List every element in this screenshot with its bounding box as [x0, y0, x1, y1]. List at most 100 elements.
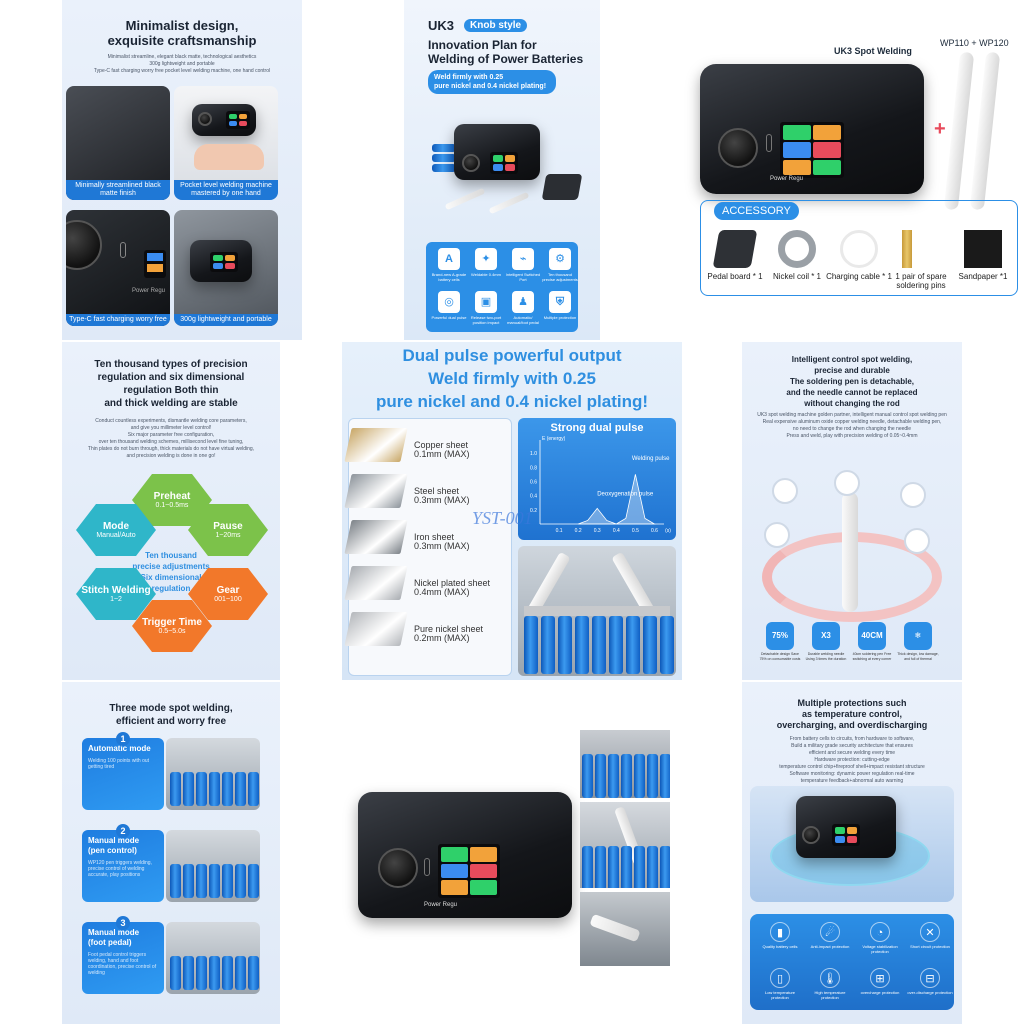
mode-name: Manual mode (foot pedal) — [88, 928, 140, 947]
usb-c-port-icon — [424, 858, 430, 876]
mode-number-badge: 3 — [116, 916, 130, 930]
desc-line: Hardware protection: cutting-edge — [814, 757, 890, 763]
feature-icon: ✦ — [475, 248, 497, 270]
panel-uk3-knob-style: UK3 Knob style Innovation Plan for Weldi… — [404, 0, 600, 340]
accessory-label: Sandpaper *1 — [958, 272, 1008, 281]
tile-caption: Pocket level welding machine mastered by… — [174, 180, 278, 200]
center-line: Six dimensional — [140, 573, 202, 582]
thumb-photo — [580, 892, 670, 966]
feature-icon: A — [438, 248, 460, 270]
panel-dual-pulse: Dual pulse powerful output Weld firmly w… — [342, 342, 682, 680]
screen-icon — [832, 824, 860, 846]
device-image — [454, 124, 540, 180]
device-shield-image — [750, 786, 954, 902]
mode-number-badge: 2 — [116, 824, 130, 838]
center-line: precise adjustments — [132, 562, 210, 571]
title-line: regulation Both thin — [123, 385, 219, 396]
accessory-label: Charging cable * 1 — [826, 272, 892, 281]
x-tick-label: 0.3 — [594, 528, 601, 534]
parameter-range: 001~100 — [214, 596, 242, 603]
device-image — [192, 104, 256, 136]
accessory-image — [778, 230, 816, 268]
material-name: Nickel plated sheet — [414, 578, 491, 588]
battery-cell — [222, 956, 233, 990]
mode-desc: Foot pedal control triggers welding, han… — [88, 952, 157, 976]
protection-label: overcharge protection — [860, 990, 900, 995]
battery-cell — [183, 864, 194, 898]
feature-label: Powerful dual pulse — [431, 315, 467, 320]
welding-pen-image — [943, 51, 975, 211]
feature-tile: 300g lightweight and portable — [174, 210, 278, 326]
regulation-center-label: Ten thousand precise adjustments Six dim… — [116, 550, 226, 594]
knob-icon — [462, 154, 480, 172]
panel6-desc: UK3 spot welding machine golden partner,… — [746, 412, 958, 440]
desc-line: no need to change the rod when changing … — [792, 426, 912, 432]
parameter-range: 0.5~5.0s — [158, 628, 186, 635]
welding-pen-image — [842, 492, 858, 612]
device-image: Power Regu — [700, 64, 924, 194]
feature-icon: ▣ — [475, 291, 497, 313]
desc-line: Software monitoring: dynamic power regul… — [789, 771, 915, 777]
panel7-title: Three mode spot welding, efficient and w… — [62, 702, 280, 728]
protection-icon: ☄ — [820, 922, 840, 942]
parameter-range: 0.1~0.5ms — [155, 502, 189, 509]
feature-tile: Minimally streamlined black matte finish — [66, 86, 170, 200]
tile-caption: 300g lightweight and portable — [174, 314, 278, 326]
stat-label: Durable welding needle Using 3 times the… — [805, 652, 847, 661]
title-line: efficient and worry free — [115, 716, 227, 727]
knob-icon — [802, 826, 820, 844]
protection-label: Low temperature protection — [764, 990, 795, 1000]
parameter-name: Trigger Time — [142, 617, 202, 628]
title-line: Three mode spot welding, — [109, 703, 233, 714]
title-line: Intelligent control spot welding, — [791, 355, 913, 364]
stat-label: Detachable design Save 75% on consumable… — [759, 652, 801, 661]
panel1-title-line: Minimalist design, — [125, 18, 239, 33]
y-tick-label: 1.0 — [530, 451, 537, 457]
feature-tile: Power Regu Type-C fast charging worry fr… — [66, 210, 170, 326]
stat-badge: 40CM — [858, 622, 886, 650]
battery-cell — [196, 956, 207, 990]
desc-line: Build a military grade security architec… — [791, 743, 913, 749]
title-line: Ten thousand types of precision — [94, 359, 248, 370]
material-spec: 0.3mm (MAX) — [414, 541, 470, 551]
device-image — [190, 240, 252, 282]
screen-icon — [438, 844, 500, 898]
knob-style-badge: Knob style — [464, 19, 528, 32]
title-line: overcharging, and overdischarging — [776, 720, 928, 730]
panel4-desc: Conduct countless experiments, dismantle… — [66, 418, 276, 460]
feature-label: Intelligent Switched Port — [505, 272, 541, 282]
panel1-title: Minimalist design, exquisite craftsmansh… — [62, 18, 302, 48]
feature-label: Release two-port position impact — [470, 315, 502, 325]
protection-label: Anti-impact protection — [810, 944, 850, 949]
feature-icon: ⛨ — [549, 291, 571, 313]
panel-precision-regulation: Ten thousand types of precision regulati… — [62, 342, 280, 680]
knob-icon — [378, 848, 418, 888]
material-spec: 0.4mm (MAX) — [414, 587, 470, 597]
mode-desc: Welding 100 points with out getting tire… — [88, 758, 150, 770]
battery-cell — [183, 956, 194, 990]
accessory-label: 1 pair of spare soldering pins — [895, 272, 947, 290]
desc-line: Press and weld, play with precision weld… — [786, 433, 918, 439]
thumb-photo — [580, 730, 670, 798]
accessory-image — [902, 230, 912, 268]
battery-cell — [248, 772, 259, 806]
x-tick-label: 0.4 — [613, 528, 620, 534]
panel9-desc: From battery cells to circuits, from har… — [746, 736, 958, 785]
parameter-name: Gear — [216, 585, 240, 596]
mode-card: Manual mode (foot pedal) Foot pedal contr… — [82, 922, 164, 994]
title-line: as temperature control, — [801, 709, 903, 719]
title-line: Multiple protections such — [797, 698, 907, 708]
panel9-title: Multiple protections such as temperature… — [742, 698, 962, 731]
protection-icon: 🌡 — [820, 968, 840, 988]
battery-cell — [248, 864, 259, 898]
desc-line: Thin plates do not burn through, thick m… — [87, 446, 255, 452]
title-line: without changing the rod — [804, 399, 900, 408]
desc-line: Minimalist streamline, elegant black mat… — [107, 54, 257, 60]
desc-line: temperature feedback+abnormal auto warni… — [800, 778, 904, 784]
knob-icon — [718, 128, 758, 168]
